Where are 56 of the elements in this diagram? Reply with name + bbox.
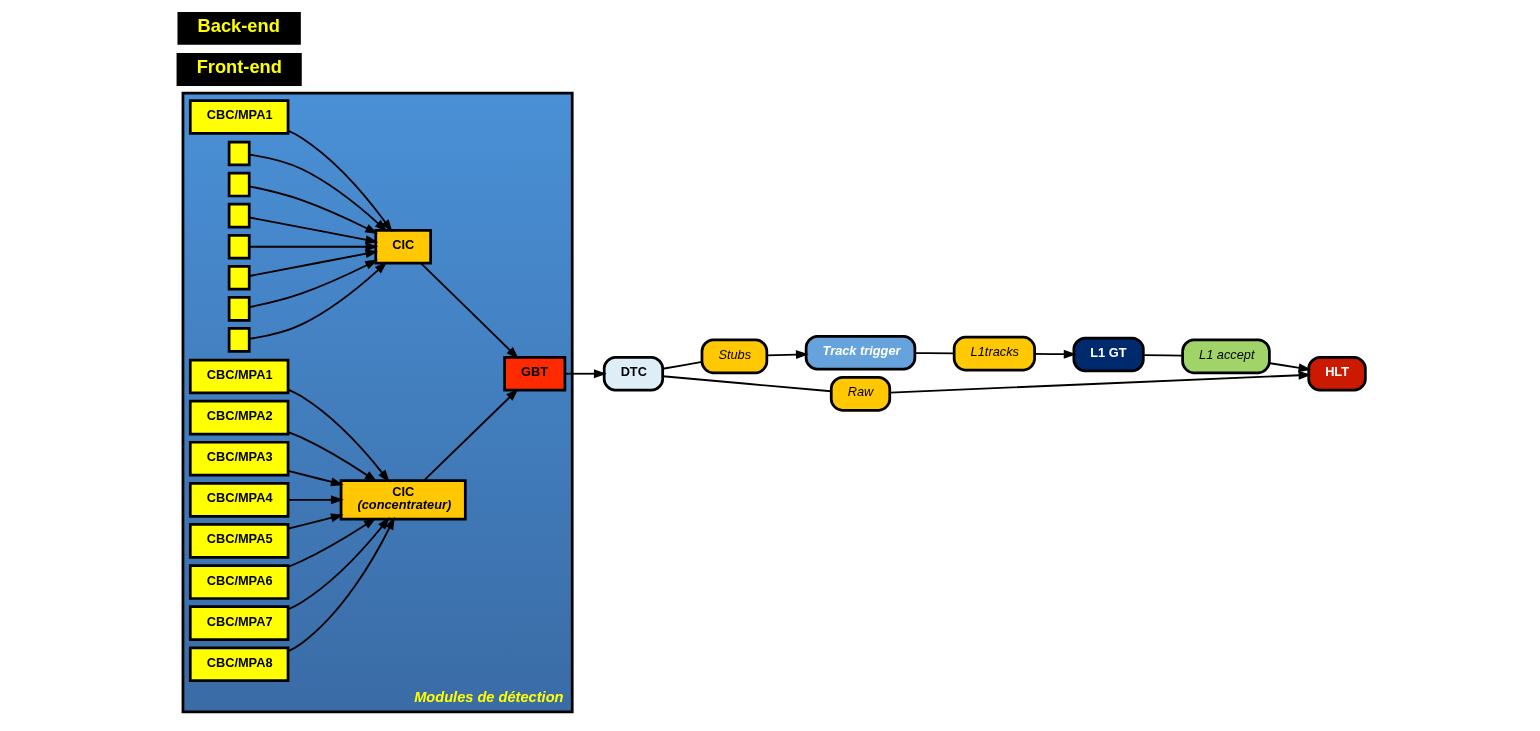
node-box: L1 GT: [1072, 336, 1145, 373]
arrow: [765, 350, 809, 360]
node-box: [227, 296, 251, 322]
label: Back-end: [197, 14, 280, 36]
arrow: [563, 369, 607, 379]
node-box: Track trigger: [804, 334, 916, 371]
node-box: CBC/MPA7: [188, 605, 289, 641]
arrow: [286, 517, 376, 568]
node-box: [227, 171, 251, 198]
node-box: GBT: [502, 355, 566, 392]
connector: [661, 360, 703, 370]
node-box: DTC: [602, 355, 664, 392]
node-box: [227, 327, 251, 353]
arrow: [1268, 362, 1311, 373]
node-box: [227, 140, 251, 167]
arrow: [286, 129, 393, 233]
connector: [1142, 354, 1183, 357]
node-box: [227, 233, 251, 260]
node-box: [227, 265, 251, 291]
node-box: CBC/MPA1: [188, 99, 289, 135]
node-box: [227, 202, 251, 229]
node-box: Raw: [829, 376, 891, 412]
node-box: CBC/MPA8: [188, 646, 289, 683]
arrow: [247, 249, 378, 277]
arrow: [247, 216, 378, 245]
node-box: L1 accept: [1180, 338, 1271, 375]
node-box: CBC/MPA2: [188, 399, 289, 436]
arrow: [286, 470, 344, 487]
node-box: Stubs: [700, 338, 768, 375]
arrow: [248, 259, 378, 308]
node-box: CBC/MPA5: [188, 523, 289, 559]
connector: [661, 375, 832, 393]
arrow: [286, 431, 377, 483]
node-box: CBC/MPA6: [188, 564, 289, 600]
arrow: [247, 242, 378, 252]
arrow: [888, 370, 1311, 394]
arrow: [286, 516, 390, 611]
arrow: [419, 262, 519, 360]
arrow: [247, 153, 387, 232]
arrow: [286, 516, 395, 653]
label: Front-end: [196, 56, 282, 78]
arrow: [422, 388, 518, 482]
node-box: CBC/MPA1: [188, 358, 289, 395]
node-box: CBC/MPA4: [188, 482, 289, 518]
node-box: L1tracks: [952, 335, 1036, 372]
node-box: HLT: [1306, 355, 1367, 392]
arrow: [286, 513, 344, 530]
node-box: CBC/MPA3: [188, 440, 289, 477]
arrow: [248, 185, 378, 234]
arrow: [1033, 349, 1077, 359]
node-box: CIC: [373, 228, 432, 265]
node-box: CIC (concentrateur): [339, 479, 467, 521]
arrow: [286, 495, 344, 505]
arrow: [247, 261, 387, 340]
connector: [913, 352, 955, 355]
arrow: [286, 388, 390, 483]
